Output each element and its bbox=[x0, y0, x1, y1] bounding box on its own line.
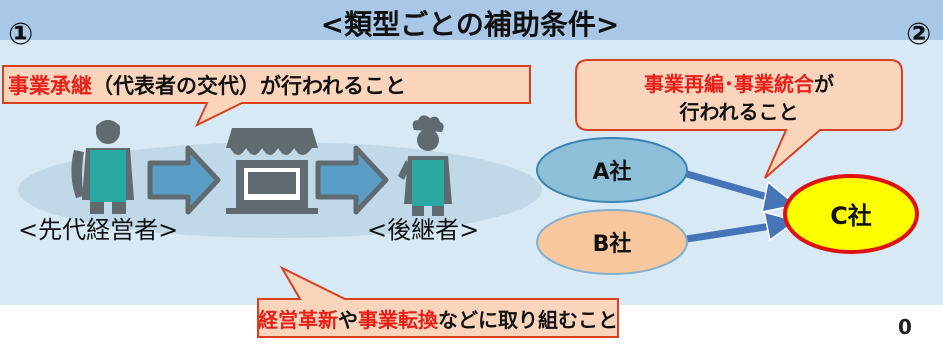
succession-callout-text: 事業承継（代表者の交代）が行われること bbox=[8, 74, 406, 98]
innovation-mid: や bbox=[338, 308, 358, 332]
succession-rest: （代表者の交代）が行われること bbox=[92, 74, 406, 98]
company-c-node bbox=[783, 174, 919, 254]
innovation-callout bbox=[257, 265, 619, 338]
page-title: <類型ごとの補助条件> bbox=[321, 8, 620, 41]
title-banner bbox=[0, 0, 943, 40]
page-number: 0 bbox=[898, 315, 912, 339]
succession-highlight: 事業承継 bbox=[8, 74, 92, 98]
flow-arrow-2 bbox=[315, 145, 389, 215]
innovation-callout-text: 経営革新や事業転換などに取り組むこと bbox=[258, 308, 618, 332]
restructuring-line1: 事業再編･事業統合が bbox=[644, 72, 834, 96]
company-c-label: C社 bbox=[830, 202, 872, 230]
company-b-node bbox=[536, 209, 688, 275]
marker-one: ① bbox=[8, 17, 33, 52]
flow-arrow-1 bbox=[147, 145, 221, 215]
succession-callout bbox=[2, 65, 531, 128]
innovation-red-2: 事業転換 bbox=[358, 308, 439, 332]
restructuring-tail: が bbox=[814, 72, 834, 96]
restructuring-red-1: 事業再編 bbox=[644, 72, 724, 96]
merge-connectors bbox=[679, 168, 798, 244]
successor-person-icon bbox=[398, 115, 452, 216]
innovation-tail: などに取り組むこと bbox=[438, 308, 618, 332]
marker-two: ② bbox=[906, 17, 931, 52]
shop-icon bbox=[226, 128, 318, 214]
predecessor-person-icon bbox=[71, 120, 134, 214]
restructuring-callout bbox=[575, 59, 903, 179]
company-a-label: A社 bbox=[592, 159, 631, 185]
company-b-label: B社 bbox=[593, 231, 632, 257]
company-a-node bbox=[536, 137, 688, 203]
predecessor-label: <先代経営者> bbox=[18, 216, 178, 244]
restructuring-red-2: 事業統合 bbox=[734, 72, 815, 96]
restructuring-separator: ･ bbox=[724, 72, 734, 96]
innovation-red-1: 経営革新 bbox=[258, 308, 338, 332]
restructuring-line2: 行われること bbox=[679, 100, 799, 124]
successor-label: <後継者> bbox=[367, 216, 479, 244]
